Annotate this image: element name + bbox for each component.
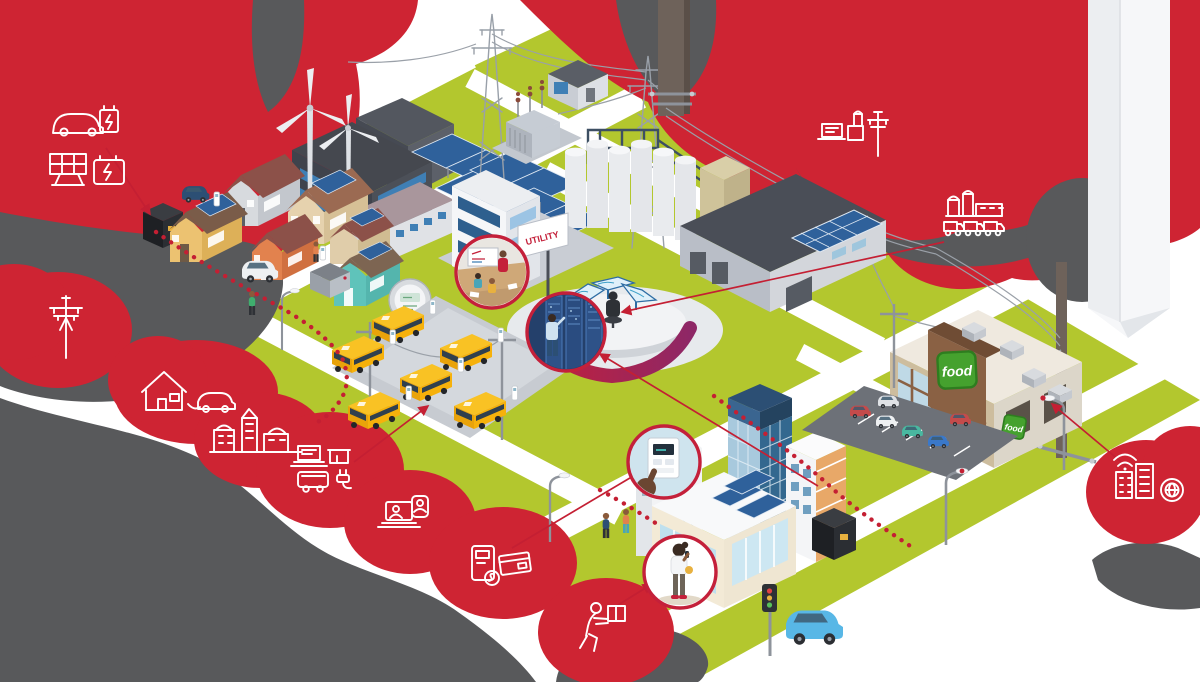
shadow-blob-right-upper [796,168,1070,267]
person-carrying-package-icon [579,602,626,652]
globe-icon [1160,478,1184,502]
coin-icon [484,570,500,586]
commerce-fleet-icons [290,445,352,493]
house-ev-icon [141,371,236,413]
school-bus-depot [332,296,574,440]
house-yellow [165,192,248,262]
solar-panel-icon [49,153,87,186]
laptop-icon [817,123,846,140]
line-to-bus-depot [353,404,430,463]
home-ev-charger [213,191,220,207]
circle-callout-server-room [525,291,607,373]
truck-icon [983,221,1005,237]
industry-trucks-icons [943,190,1005,237]
bus-charger [405,385,412,401]
city-skyline-icon [209,408,303,453]
store-entry-tower: food [928,322,1002,434]
battery-icon [99,105,119,133]
downtown [548,384,856,656]
shadow-blob-bottom-left [0,398,536,682]
line-to-battery-box [105,147,151,216]
bus-charger [497,327,504,343]
bus-charger [457,357,464,373]
street-sensor-b [1040,395,1046,401]
electric-bus-icon [297,471,329,493]
shadow-band-top-a [251,0,305,112]
payment-card-icon [498,551,532,576]
grocery-side-sign-text: food [1004,421,1025,434]
line-to-control-room [620,241,945,316]
laptop-video-call-icon [377,495,429,528]
dotted-path-downtown-right [711,393,919,553]
top-utility-pole [648,0,696,116]
substation-transformer [492,80,582,164]
blue-car [786,610,843,645]
generator-box [310,263,350,298]
store-parking-lot [802,386,1018,480]
plug-icon [336,469,352,490]
factory-icon [962,190,1004,217]
dotted-path-residential [153,229,349,427]
smart-building-globe-icons [1113,453,1184,502]
shadow-blob-right-lower [1092,542,1200,610]
bus-charger [429,299,436,315]
circle-callout-thermostat [626,424,702,500]
house-tan-small [326,207,394,264]
line-to-thermostat [511,471,642,549]
grocery-front-sign [936,350,978,390]
street-sensor-a [959,468,965,474]
store-utility-pole [880,304,908,388]
dotted-path-downtown-left [597,487,663,529]
smart-building-wifi-icon [1113,453,1154,499]
ev-car-charging-icon [52,113,104,137]
grocery-front-sign-text: food [941,362,973,380]
downtown-battery-box [812,508,856,560]
silo-icon [947,195,960,217]
line-to-street-sensor [1050,402,1127,467]
circle-callout-phone-person [642,534,718,610]
control-room-operator [604,291,622,328]
circle-callout-classroom [454,234,530,310]
traffic-light [762,584,777,656]
white-utility-column [1088,0,1170,338]
utility-pole-icon [49,295,83,359]
smart-meter-billing-icons [471,545,532,586]
bubble-meter-billing [429,507,577,619]
bubble-smart-buildings [1086,426,1200,544]
smart-meter-icon [471,545,495,581]
substation-building [548,60,608,110]
bus-charger [511,385,518,401]
roof-hvac-units [962,322,1072,404]
battery-storage-icon [93,155,125,185]
laptop-icon [290,445,328,467]
power-lines-top [347,33,671,115]
curb-ev-charger [319,245,326,261]
bubble-delivery [538,578,674,682]
substation-building-icon [847,110,864,141]
rooftop-solar [711,469,787,519]
utility-pole-icon [867,111,889,157]
storefront-icon [327,449,351,464]
processing-facility [680,174,886,312]
grid-operations-icons [817,110,889,157]
bus-charger [389,329,396,345]
icon-group-ev-solar-battery [49,105,125,186]
line-to-server-room [598,353,819,487]
